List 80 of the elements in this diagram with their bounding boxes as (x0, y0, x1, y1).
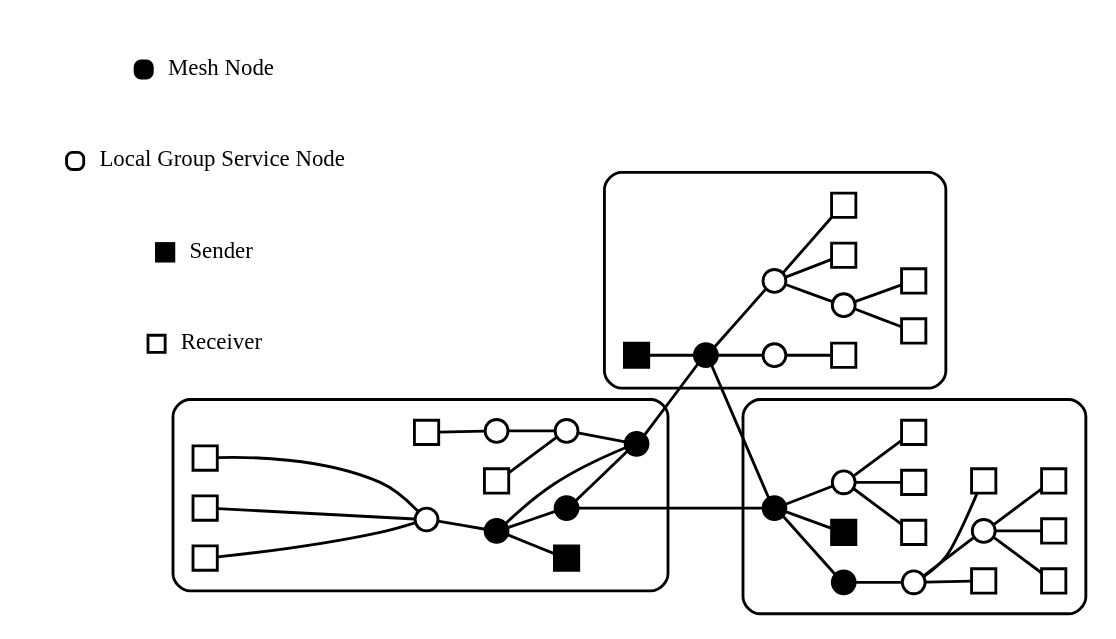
connector (217, 507, 415, 521)
node-box (830, 241, 858, 269)
node-circle (483, 518, 510, 544)
connector (855, 580, 903, 584)
connector (648, 353, 695, 357)
connector (923, 493, 979, 578)
connector (786, 353, 832, 357)
node-box (191, 544, 219, 572)
node-box (483, 467, 511, 495)
connector (710, 364, 770, 499)
node-box (900, 518, 928, 546)
connector (922, 536, 975, 578)
node-circle (900, 569, 927, 596)
connector (854, 307, 902, 329)
node-box (1040, 467, 1068, 495)
connector (717, 353, 763, 357)
connector (643, 363, 699, 436)
node-circle (830, 569, 857, 596)
connector (995, 529, 1042, 533)
connector (217, 455, 419, 513)
connector (925, 579, 972, 584)
legend-label: Local Group Service Node (99, 146, 345, 172)
legend-label: Mesh Node (168, 54, 274, 80)
node-box (623, 341, 651, 369)
node-box (1040, 567, 1068, 595)
node-box (191, 494, 219, 522)
node-box (900, 267, 928, 295)
legend-label: Receiver (180, 329, 263, 355)
cluster (171, 398, 670, 593)
node-circle (761, 495, 788, 521)
node-box (1040, 517, 1068, 545)
connector (439, 429, 486, 434)
connector (574, 450, 629, 502)
node-box (970, 467, 998, 495)
connector (854, 283, 902, 303)
connector (992, 535, 1043, 574)
node-box (970, 567, 998, 595)
connector (578, 506, 763, 510)
connector (781, 216, 833, 274)
node-circle (553, 495, 580, 521)
connector (781, 515, 837, 576)
node-box (830, 341, 858, 369)
node-circle (413, 506, 440, 533)
connector (785, 283, 833, 303)
node-circle (623, 430, 650, 457)
node-circle (830, 292, 857, 319)
cluster (603, 170, 948, 390)
legend-label: Sender (189, 237, 253, 263)
connector (508, 429, 555, 433)
connector (785, 258, 833, 279)
connector (785, 484, 834, 506)
connector (855, 480, 902, 484)
connector (713, 288, 767, 349)
connector (437, 519, 486, 531)
node-circle (553, 418, 580, 444)
node-circle (970, 518, 997, 544)
node-box (900, 418, 928, 446)
connector (577, 431, 626, 444)
node-circle (693, 342, 719, 369)
node-box (830, 518, 858, 546)
node-box (191, 444, 219, 472)
connector (852, 487, 903, 526)
connector (507, 510, 556, 529)
connector (217, 521, 416, 559)
connector (507, 533, 555, 555)
node-circle (830, 469, 857, 496)
node-circle (761, 342, 788, 369)
node-circle (761, 268, 788, 294)
node-box (830, 191, 858, 219)
connector (785, 510, 833, 530)
node-box (900, 317, 928, 345)
node-box (553, 544, 581, 572)
connector (508, 436, 558, 474)
node-box (413, 418, 441, 446)
connector (852, 439, 903, 478)
connector (504, 446, 626, 525)
node-box (900, 468, 928, 496)
cluster (741, 398, 1088, 616)
connector (992, 487, 1043, 526)
node-circle (483, 418, 510, 444)
